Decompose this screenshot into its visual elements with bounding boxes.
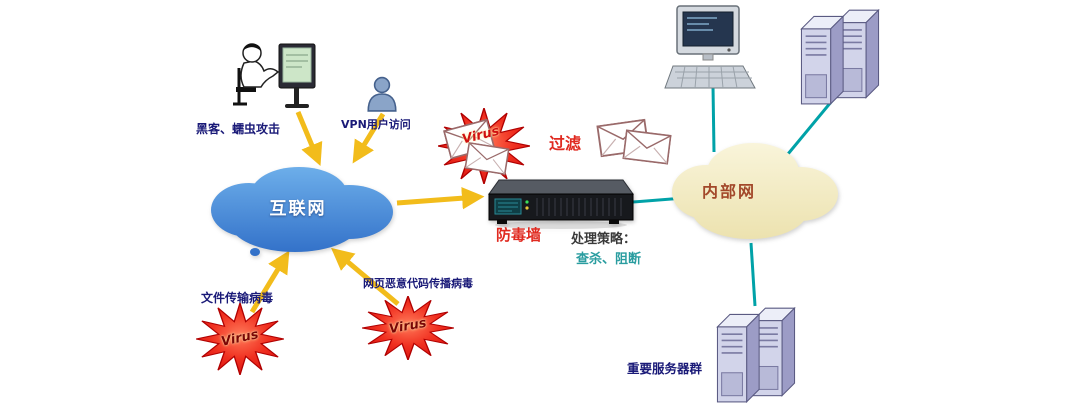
server-tower-icon-bottom: [714, 304, 798, 404]
arrow-internet-to-firewall: [396, 186, 485, 210]
internet-cloud: [211, 167, 393, 256]
server-group-label: 重要服务器群: [627, 361, 703, 376]
firewall-label: 防毒墙: [496, 226, 542, 244]
desktop-computer-icon: [664, 5, 756, 89]
web-virus-label: 网页恶意代码传播病毒: [363, 277, 473, 290]
vpn-user-label: VPN用户访问: [341, 118, 411, 131]
firewall-device-icon: [488, 179, 634, 229]
hacker-workstation-icon: [233, 43, 316, 108]
vpn-user-icon: [367, 76, 397, 112]
hacker-label: 黑客、蠕虫攻击: [196, 122, 281, 136]
filter-label: 过滤: [549, 134, 582, 153]
arrow-vpn-to-internet: [352, 112, 386, 164]
file-virus-label: 文件传输病毒: [201, 291, 274, 305]
arrow-filevirus-to-internet: [249, 250, 290, 314]
arrow-hacker-to-internet: [295, 111, 323, 166]
strategy-title: 处理策略：: [571, 232, 637, 247]
link-internal-to-desktop: [711, 85, 716, 153]
strategy-actions: 查杀、阻断: [576, 252, 642, 267]
internal-cloud: [672, 143, 838, 239]
arrow-webvirus-to-internet: [331, 247, 400, 306]
link-internal-to-servers-bottom: [749, 242, 757, 307]
internet-cloud-label: 互联网: [269, 199, 327, 219]
server-tower-icon-top: [798, 6, 882, 106]
link-internal-to-servers-top: [786, 95, 838, 155]
internal-cloud-label: 内部网: [702, 182, 757, 201]
